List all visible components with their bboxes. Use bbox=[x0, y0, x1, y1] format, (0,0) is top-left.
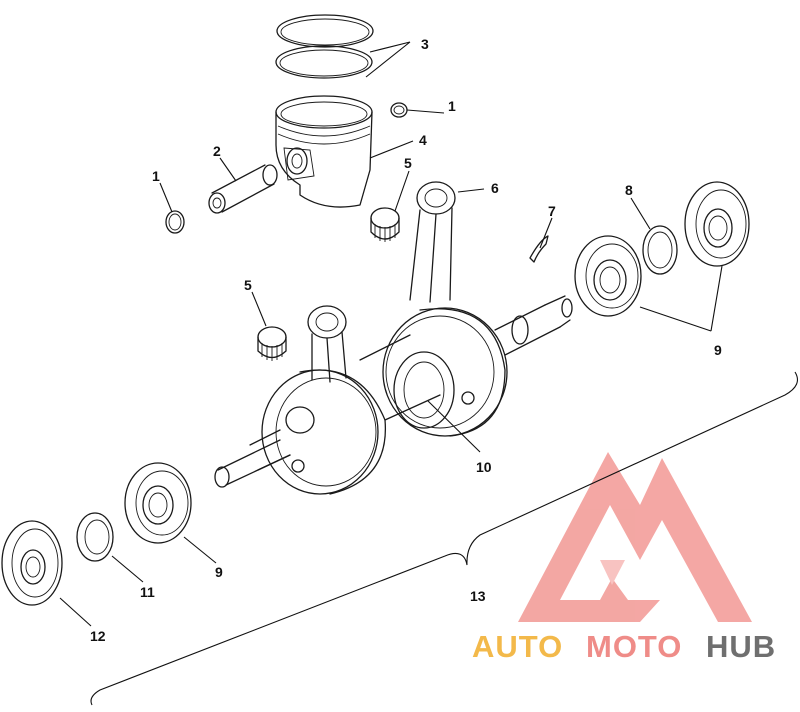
needle-bearing-lower bbox=[257, 326, 287, 361]
watermark-part-hub: HUB bbox=[706, 629, 776, 664]
seal-right-outer bbox=[684, 181, 750, 267]
connecting-rod-upper bbox=[409, 181, 456, 303]
piston-rings bbox=[275, 14, 374, 79]
callout-1-left: 1 bbox=[152, 168, 160, 184]
callout-8: 8 bbox=[625, 182, 633, 198]
piston bbox=[275, 95, 373, 208]
callout-4: 4 bbox=[419, 132, 427, 148]
callout-13: 13 bbox=[470, 588, 486, 604]
connecting-rod-lower bbox=[307, 305, 347, 383]
bearing-right-inner bbox=[574, 235, 642, 317]
oring-left bbox=[76, 512, 114, 562]
callout-11: 11 bbox=[140, 584, 155, 600]
wrist-pin bbox=[208, 164, 278, 214]
callout-5-lower: 5 bbox=[244, 277, 252, 293]
callout-1-right: 1 bbox=[448, 98, 456, 114]
seal-left bbox=[1, 520, 63, 606]
callout-2: 2 bbox=[213, 143, 221, 159]
needle-bearing-upper bbox=[370, 207, 400, 242]
callout-6: 6 bbox=[491, 180, 499, 196]
callout-3: 3 bbox=[421, 36, 429, 52]
circlip-right bbox=[390, 102, 408, 118]
watermark-logo bbox=[518, 452, 752, 622]
assembly-bracket bbox=[90, 371, 798, 706]
circlip-left bbox=[165, 210, 185, 234]
watermark-text: AUTO MOTO HUB bbox=[472, 629, 776, 664]
oring-right bbox=[642, 225, 678, 275]
callout-7: 7 bbox=[548, 203, 556, 219]
callout-9-right: 9 bbox=[714, 342, 722, 358]
crankshaft bbox=[214, 295, 573, 495]
callouts: 3 1 4 2 5 1 6 8 7 5 9 10 9 11 13 12 bbox=[90, 36, 722, 644]
callout-12: 12 bbox=[90, 628, 106, 644]
leader-lines bbox=[59, 41, 723, 627]
bearing-left bbox=[124, 462, 192, 544]
callout-9-left: 9 bbox=[215, 564, 223, 580]
woodruff-key bbox=[529, 235, 549, 263]
callout-10: 10 bbox=[476, 459, 492, 475]
watermark-part-auto: AUTO bbox=[472, 629, 563, 664]
callout-5-upper: 5 bbox=[404, 155, 412, 171]
watermark-part-moto: MOTO bbox=[586, 629, 682, 664]
